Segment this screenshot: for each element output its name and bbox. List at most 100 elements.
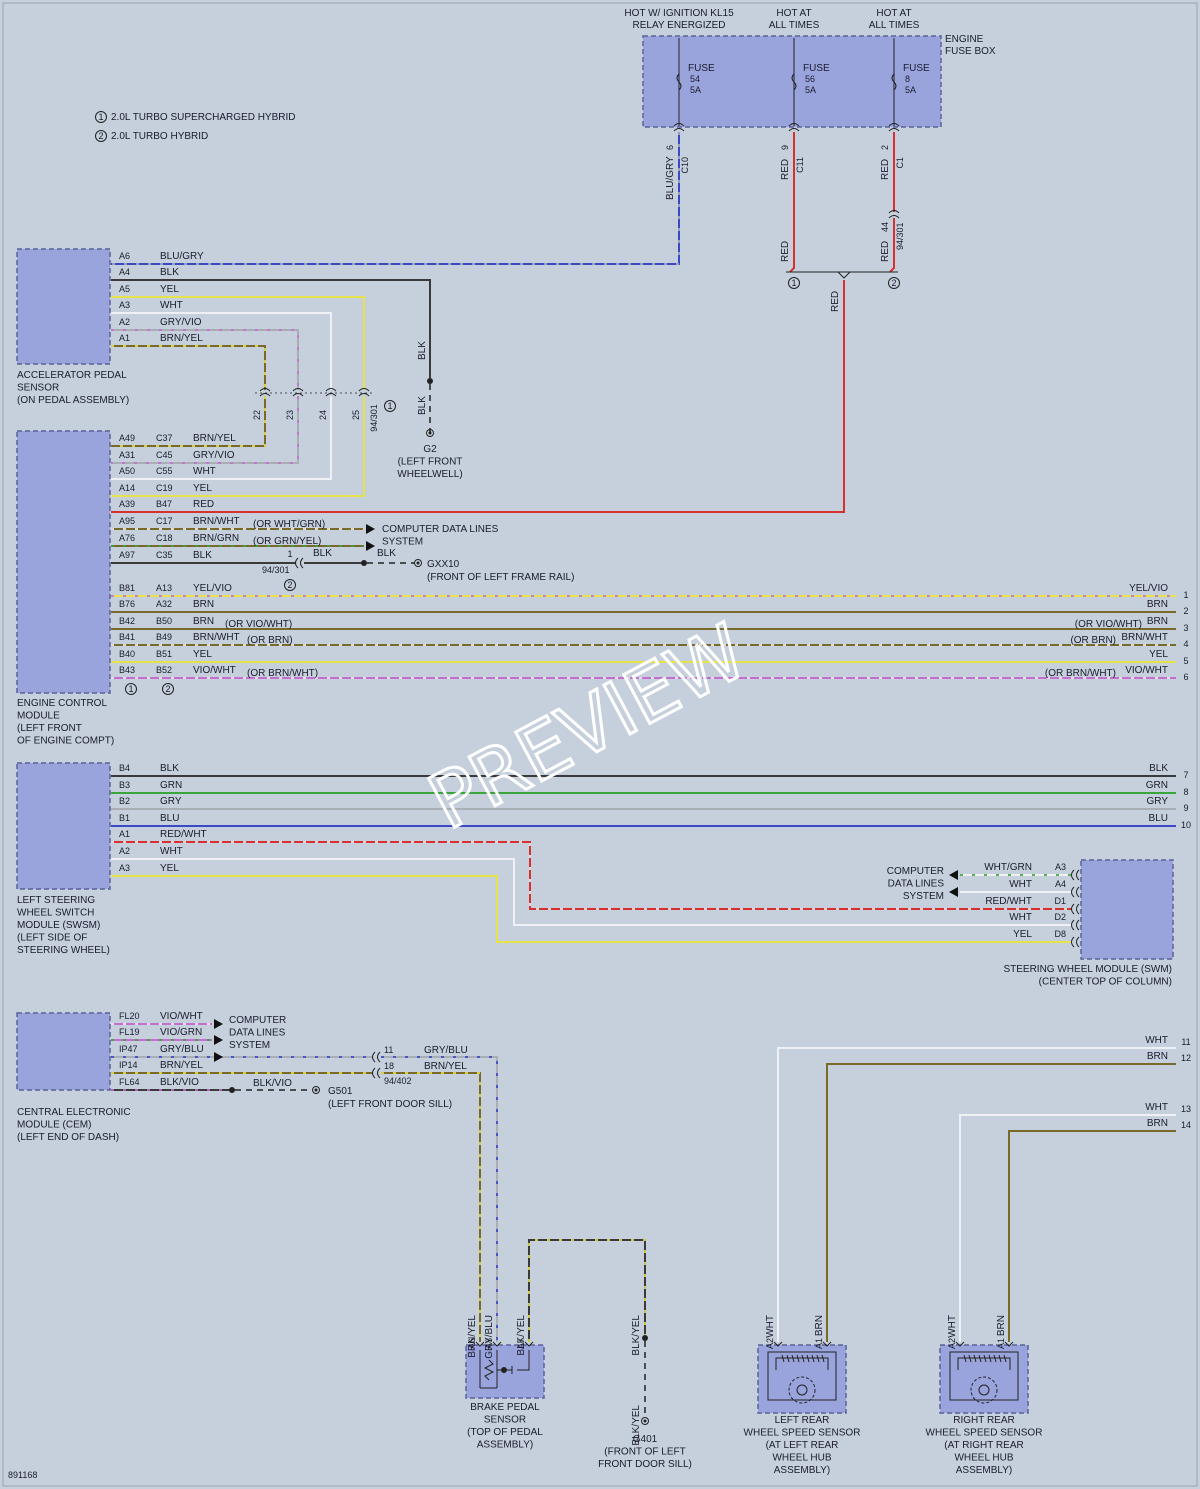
pin-number: D1 [1054,896,1066,906]
wire-label: YEL [1149,649,1168,660]
wire-label: BLU [160,813,179,824]
pin-number: A14 [119,483,135,493]
wire-label: WHT [947,1315,958,1338]
pin-number: A2 [119,846,130,856]
pin-number: A32 [156,599,172,609]
wire-label: YEL [160,863,179,874]
left-rear-coil [775,1357,829,1370]
wire-apps-signal [111,345,266,390]
engine-fuse-box [642,35,942,128]
wire-blk-yel-stripe [528,1239,646,1342]
wire-label: WHT [193,466,216,477]
component-label: STEERING WHEEL MODULE (SWM) [1003,964,1172,975]
pin-number: A95 [119,516,135,526]
wire-ecm-signal [111,396,299,464]
wire-label: RED [880,241,891,262]
wire-alt-label: (OR BRN/WHT) [247,668,318,679]
pin-number: IP47 [119,1044,138,1054]
pin-arrow-icon [524,1341,534,1347]
option-circle-icon [888,277,900,289]
wire-label: RED/WHT [985,896,1032,907]
inline-connector-icon [372,1051,381,1063]
wire-label: BRN [1147,599,1168,610]
wire-label: BLK/VIO [160,1077,199,1088]
wire-label: WHT/GRN [984,862,1032,873]
ground-g501-icon [312,1086,320,1094]
wire-label: BRN/YEL [467,1315,478,1358]
data-line-arrow-icon [214,1052,223,1062]
wire-label: RED/WHT [160,829,207,840]
right-rear-coil-winding [983,1354,987,1363]
wire-label: BRN [1147,1118,1168,1129]
wire-label: WHT [765,1315,776,1338]
note-number: 2 [287,580,292,590]
cdl-label: COMPUTER [229,1015,286,1026]
wire-label: BLK [417,341,428,360]
components-layer [16,35,1174,1425]
pin-number: 23 [285,410,295,420]
note-number: 1 [98,112,103,122]
pin-number: B49 [156,632,172,642]
left-rear-coil-winding [816,1354,820,1363]
splice-point [837,271,851,279]
wire-label: YEL/VIO [1129,583,1168,594]
wire-label: BLK [193,550,212,561]
pin-number: A97 [119,550,135,560]
ground-label: (LEFT FRONT DOOR SILL) [328,1099,452,1110]
wire-label: WHT [160,846,183,857]
wire-label: RED [780,159,791,180]
cdl-label: COMPUTER DATA LINES [382,524,499,535]
wire-label: BRN/WHT [1121,632,1168,643]
connector-id: 94/301 [895,222,905,250]
wire-ecm-signal-stripe [111,396,266,447]
wire-wht-rr [959,1114,1176,1342]
wire-blu-gry-stripe [111,132,680,265]
inline-connector-icon [325,388,337,397]
wire-label: BLK/YEL [516,1315,527,1356]
pin-number: B43 [119,665,135,675]
pin-arrow-icon [492,1341,502,1347]
pin-number: B76 [119,599,135,609]
wire-label: BLK/VIO [253,1078,292,1089]
wire-label: RED [830,291,841,312]
fuse-box-connector-icon [673,123,685,132]
fuse-header: ALL TIMES [869,20,920,31]
pin-number: B51 [156,649,172,659]
pin-number: 25 [351,410,361,420]
inline-connector-icon [358,388,370,397]
potentiometer-icon [479,1350,498,1389]
ground-gxx10-icon-center [416,561,420,565]
component-label: WHEEL SPEED SENSOR [744,1428,861,1439]
fuse-label: FUSE [803,63,830,74]
continuation-number: 9 [1183,803,1188,813]
fuse-number: 56 [805,74,815,84]
component-label: (AT RIGHT REAR [944,1440,1023,1451]
wire-label: GRY/BLU [484,1315,495,1359]
ground-gxx10-icon [414,559,422,567]
continuation-number: 12 [1181,1053,1191,1063]
wire-label: BLU [1149,813,1168,824]
wire-label: VIO/WHT [1125,665,1168,676]
wire-label: BRN [193,599,214,610]
option-circle-icon [284,579,296,591]
swm-connector-icon [1071,936,1080,948]
ground-g401-icon [641,1417,649,1425]
ground-label: G401 [633,1434,658,1445]
pin-number: 2 [880,145,890,150]
pin-number: B1 [119,813,130,823]
pin-number: A1 [996,1338,1006,1349]
wire-wht-lr [777,1047,1176,1342]
component-label: ACCELERATOR PEDAL [17,370,127,381]
right-rear-coil [957,1357,1011,1370]
fuse-label: FUSE [903,63,930,74]
note-number: 2 [98,131,103,141]
component-label: SENSOR [484,1415,526,1426]
cdl-label: SYSTEM [903,891,944,902]
right-rear-coil-winding [968,1354,972,1363]
pin-number: B4 [119,763,130,773]
pin-number: 18 [384,1061,394,1071]
engine-control-module [16,430,111,694]
continuation-number: 13 [1181,1104,1191,1114]
fuse-header: HOT AT [776,8,811,19]
